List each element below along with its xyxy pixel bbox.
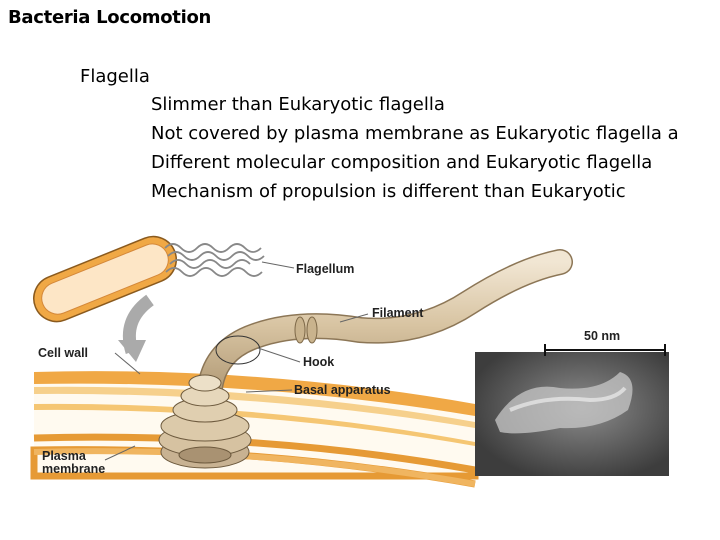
bacterium-cell	[33, 235, 265, 362]
flagella-strands	[164, 243, 265, 277]
bullet-4: Mechanism of propulsion is different tha…	[151, 181, 626, 202]
zoom-arrow-head	[118, 340, 146, 362]
label-plasma: Plasma	[42, 449, 87, 463]
label-filament: Filament	[372, 306, 424, 320]
label-basal-apparatus: Basal apparatus	[294, 383, 391, 397]
plasma-membrane-inner	[33, 448, 476, 487]
filament-ring	[294, 316, 306, 344]
cell-wall-inner-layer	[34, 386, 475, 428]
electron-micrograph	[475, 344, 669, 476]
bacterium-inner	[41, 243, 169, 315]
label-scale: 50 nm	[584, 329, 620, 343]
hook-outline	[215, 335, 261, 365]
basal-apparatus	[158, 374, 252, 469]
label-membrane: membrane	[42, 462, 105, 476]
label-flagellum: Flagellum	[296, 262, 354, 276]
filament-ring	[306, 316, 318, 344]
filament	[198, 250, 572, 400]
periplasm-line	[34, 403, 475, 446]
heading-flagella: Flagella	[80, 66, 150, 87]
flagellum-structure	[158, 249, 573, 469]
slide-title: Bacteria Locomotion	[8, 7, 212, 28]
bullet-1: Slimmer than Eukaryotic flagella	[151, 94, 445, 115]
cell-wall-outer-layer	[34, 371, 475, 416]
label-cell-wall: Cell wall	[38, 346, 88, 360]
bullet-3: Different molecular composition and Euka…	[151, 152, 653, 173]
label-hook: Hook	[303, 355, 334, 369]
bullet-2: Not covered by plasma membrane as Eukary…	[151, 123, 679, 144]
micrograph-structure	[495, 372, 633, 434]
leader-lines	[104, 261, 369, 461]
